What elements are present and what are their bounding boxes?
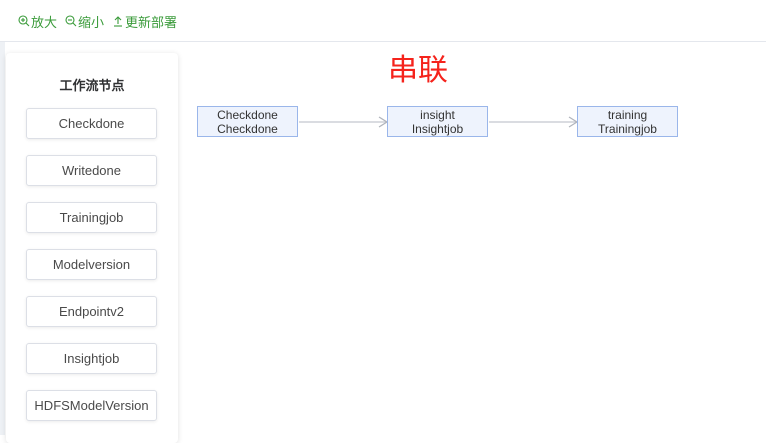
workflow-canvas[interactable]: 串联 Checkdone Checkdone insight Insightjo… (180, 42, 766, 435)
node-palette-panel: 工作流节点 Checkdone Writedone Trainingjob Mo… (6, 53, 178, 443)
flow-node-name: training (607, 107, 648, 122)
canvas-title: 串联 (388, 53, 448, 88)
flow-node-training[interactable]: training Trainingjob (577, 106, 678, 137)
zoom-out-button[interactable]: 缩小 (65, 12, 104, 30)
zoom-in-button[interactable]: 放大 (18, 12, 57, 30)
flow-node-name: insight (420, 107, 455, 122)
node-palette-title: 工作流节点 (59, 78, 125, 93)
flow-node-type: Insightjob (411, 121, 464, 136)
palette-item-hdfsmodelversion[interactable]: HDFSModelVersion (26, 390, 157, 421)
flow-node-type: Trainingjob (598, 121, 657, 136)
left-edge-strip (0, 42, 5, 435)
zoom-out-label: 缩小 (78, 14, 105, 30)
flow-node-name: Checkdone (217, 107, 278, 122)
palette-item-trainingjob[interactable]: Trainingjob (26, 202, 157, 233)
edge-insight-training[interactable] (489, 116, 579, 128)
flow-node-checkdone[interactable]: Checkdone Checkdone (197, 106, 298, 137)
zoom-in-label: 放大 (31, 14, 58, 30)
flow-node-insight[interactable]: insight Insightjob (387, 106, 488, 137)
toolbar: 放大 缩小 更新部署 (0, 0, 766, 42)
flow-node-type: Checkdone (217, 121, 278, 136)
palette-item-checkdone[interactable]: Checkdone (26, 108, 157, 139)
palette-item-insightjob[interactable]: Insightjob (26, 343, 157, 374)
zoom-in-icon (18, 15, 30, 27)
edges-layer (299, 116, 579, 128)
update-deploy-label: 更新部署 (125, 14, 178, 30)
zoom-out-icon (65, 15, 77, 27)
palette-item-writedone[interactable]: Writedone (26, 155, 157, 186)
edge-checkdone-insight[interactable] (299, 116, 389, 128)
update-deploy-button[interactable]: 更新部署 (112, 12, 177, 30)
upload-icon (114, 16, 122, 27)
palette-item-modelversion[interactable]: Modelversion (26, 249, 157, 280)
palette-item-endpointv2[interactable]: Endpointv2 (26, 296, 157, 327)
